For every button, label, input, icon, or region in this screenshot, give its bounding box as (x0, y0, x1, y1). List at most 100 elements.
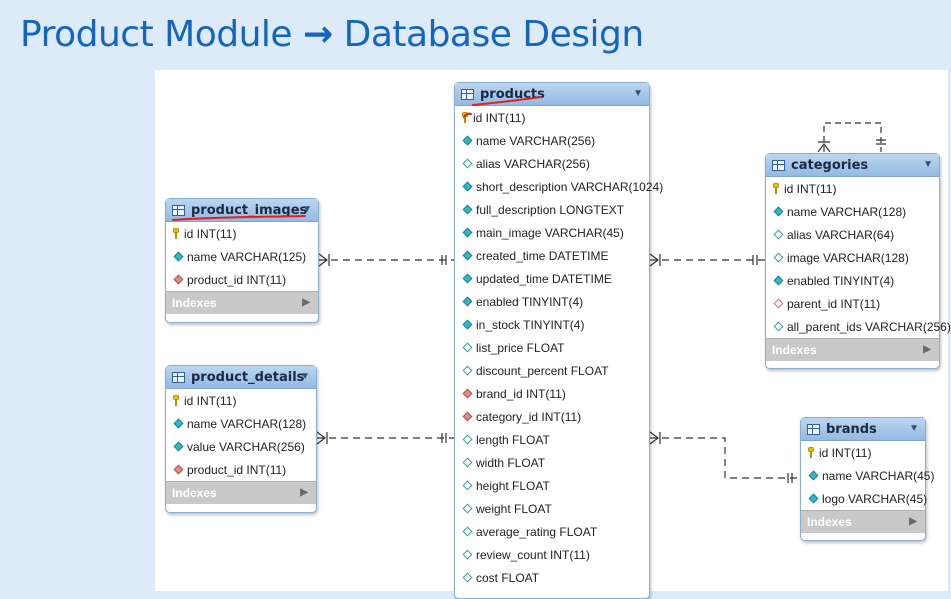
key-icon (773, 183, 780, 194)
collapse-triangle-icon[interactable]: ▼ (633, 88, 643, 99)
expand-triangle-icon[interactable]: ▶ (300, 487, 308, 498)
column-row[interactable]: image VARCHAR(128) (766, 246, 939, 269)
column-row[interactable]: enabled TINYINT(4) (766, 269, 939, 292)
indexes-section[interactable]: Indexes ▶ (166, 291, 318, 314)
column-row[interactable]: height FLOAT (455, 474, 649, 497)
er-diagram-canvas: products ▼ id INT(11)name VARCHAR(256)al… (155, 70, 951, 599)
table-icon (807, 423, 820, 435)
collapse-triangle-icon[interactable]: ▼ (923, 159, 933, 170)
empty-diamond-icon (462, 549, 473, 560)
column-row[interactable]: value VARCHAR(256) (166, 435, 316, 458)
column-row[interactable]: logo VARCHAR(45) (801, 487, 927, 510)
table-header[interactable]: product_images ▼ (166, 199, 318, 222)
column-row[interactable]: parent_id INT(11) (766, 292, 939, 315)
column-row[interactable]: main_image VARCHAR(45) (455, 221, 649, 244)
expand-triangle-icon[interactable]: ▶ (302, 297, 310, 308)
table-categories[interactable]: categories ▼ id INT(11) name VARCHAR(128)… (765, 153, 951, 369)
column-row[interactable]: category_id INT(11) (455, 405, 649, 428)
column-row[interactable]: all_parent_ids VARCHAR(256) (766, 315, 951, 338)
column-row[interactable]: short_description VARCHAR(1024) (455, 175, 663, 198)
red-diamond-icon (462, 411, 473, 422)
column-row[interactable]: updated_time DATETIME (455, 267, 649, 290)
table-header[interactable]: products ▼ (455, 83, 649, 106)
table-header[interactable]: brands ▼ (801, 418, 925, 441)
table-brands[interactable]: brands ▼ id INT(11) name VARCHAR(45) logo … (800, 417, 934, 541)
empty-diamond-icon (462, 434, 473, 445)
filled-diamond-icon (173, 251, 184, 262)
column-label: main_image VARCHAR(45) (476, 225, 624, 240)
table-name: categories (791, 157, 869, 173)
column-row[interactable]: review_count INT(11) (455, 543, 649, 566)
empty-diamond-icon (773, 229, 784, 240)
column-row[interactable]: id INT(11) (166, 389, 316, 412)
expand-triangle-icon[interactable]: ▶ (909, 516, 917, 527)
column-row[interactable]: id INT(11) (801, 441, 925, 464)
column-row[interactable]: full_description LONGTEXT (455, 198, 649, 221)
indexes-section[interactable]: Indexes ▶ (166, 481, 316, 504)
column-label: all_parent_ids VARCHAR(256) (787, 319, 951, 334)
column-row[interactable]: alias VARCHAR(256) (455, 152, 649, 175)
column-row[interactable]: weight FLOAT (455, 497, 649, 520)
column-label: height FLOAT (476, 478, 550, 493)
collapse-triangle-icon[interactable]: ▼ (300, 371, 310, 382)
key-icon (173, 395, 180, 406)
column-label: name VARCHAR(45) (822, 468, 935, 483)
column-row[interactable]: id INT(11) (766, 177, 939, 200)
relationship-lines (316, 122, 886, 483)
filled-diamond-icon (462, 273, 473, 284)
column-row[interactable]: id INT(11) (455, 106, 649, 129)
column-row[interactable]: list_price FLOAT (455, 336, 649, 359)
expand-triangle-icon[interactable]: ▶ (923, 344, 931, 355)
collapse-triangle-icon[interactable]: ▼ (909, 423, 919, 434)
red-diamond-icon (462, 388, 473, 399)
column-row[interactable]: discount_percent FLOAT (455, 359, 649, 382)
empty-diamond-icon (773, 321, 784, 332)
filled-diamond-icon (462, 227, 473, 238)
column-row[interactable]: alias VARCHAR(64) (766, 223, 939, 246)
column-label: alias VARCHAR(64) (787, 227, 895, 242)
column-row[interactable]: name VARCHAR(128) (166, 412, 316, 435)
column-row[interactable]: id INT(11) (166, 222, 318, 245)
column-row[interactable]: name VARCHAR(125) (166, 245, 318, 268)
column-label: short_description VARCHAR(1024) (476, 179, 664, 194)
empty-diamond-icon (462, 572, 473, 583)
table-product-images[interactable]: product_images ▼ id INT(11)name VARCHAR(… (165, 198, 319, 323)
filled-diamond-icon (462, 135, 473, 146)
indexes-section[interactable]: Indexes ▶ (766, 338, 939, 361)
column-row[interactable]: product_id INT(11) (166, 268, 318, 291)
column-row[interactable]: created_time DATETIME (455, 244, 649, 267)
table-products[interactable]: products ▼ id INT(11) name VARCHAR(256)al… (454, 82, 663, 599)
empty-diamond-icon (462, 365, 473, 376)
collapse-triangle-icon[interactable]: ▼ (302, 204, 312, 215)
empty-diamond-icon (773, 252, 784, 263)
column-row[interactable]: name VARCHAR(128) (766, 200, 939, 223)
column-row[interactable]: name VARCHAR(45) (801, 464, 934, 487)
column-row[interactable]: brand_id INT(11) (455, 382, 649, 405)
column-list: id INT(11) name VARCHAR(128) value VARCHAR… (166, 389, 316, 481)
table-header[interactable]: product_details ▼ (166, 366, 316, 389)
column-row[interactable]: average_rating FLOAT (455, 520, 649, 543)
column-row[interactable]: cost FLOAT (455, 566, 649, 589)
column-label: id INT(11) (784, 181, 837, 196)
empty-red-diamond-icon (773, 298, 784, 309)
table-product-details[interactable]: product_details ▼ id INT(11) name VARCHAR… (165, 365, 317, 513)
indexes-section[interactable]: Indexes ▶ (801, 510, 925, 533)
column-row[interactable]: name VARCHAR(256) (455, 129, 649, 152)
column-label: name VARCHAR(128) (187, 416, 307, 431)
table-header[interactable]: categories ▼ (766, 154, 939, 177)
column-label: id INT(11) (819, 445, 872, 460)
column-label: enabled TINYINT(4) (476, 294, 584, 309)
column-label: image VARCHAR(128) (787, 250, 909, 265)
empty-diamond-icon (462, 480, 473, 491)
column-label: created_time DATETIME (476, 248, 609, 263)
empty-diamond-icon (462, 342, 473, 353)
filled-diamond-icon (173, 441, 184, 452)
column-row[interactable]: length FLOAT (455, 428, 649, 451)
empty-diamond-icon (462, 457, 473, 468)
column-label: id INT(11) (473, 110, 526, 125)
column-row[interactable]: in_stock TINYINT(4) (455, 313, 649, 336)
column-label: list_price FLOAT (476, 340, 565, 355)
column-row[interactable]: width FLOAT (455, 451, 649, 474)
column-row[interactable]: product_id INT(11) (166, 458, 316, 481)
column-row[interactable]: enabled TINYINT(4) (455, 290, 649, 313)
